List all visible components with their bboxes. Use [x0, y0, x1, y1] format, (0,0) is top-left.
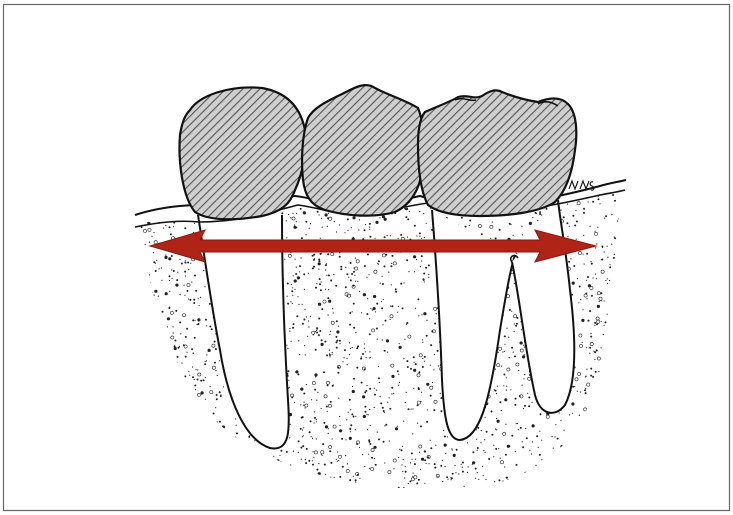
- tooth-middle: [302, 85, 424, 216]
- tooth-left: [180, 87, 306, 219]
- tooth-right: [418, 90, 576, 216]
